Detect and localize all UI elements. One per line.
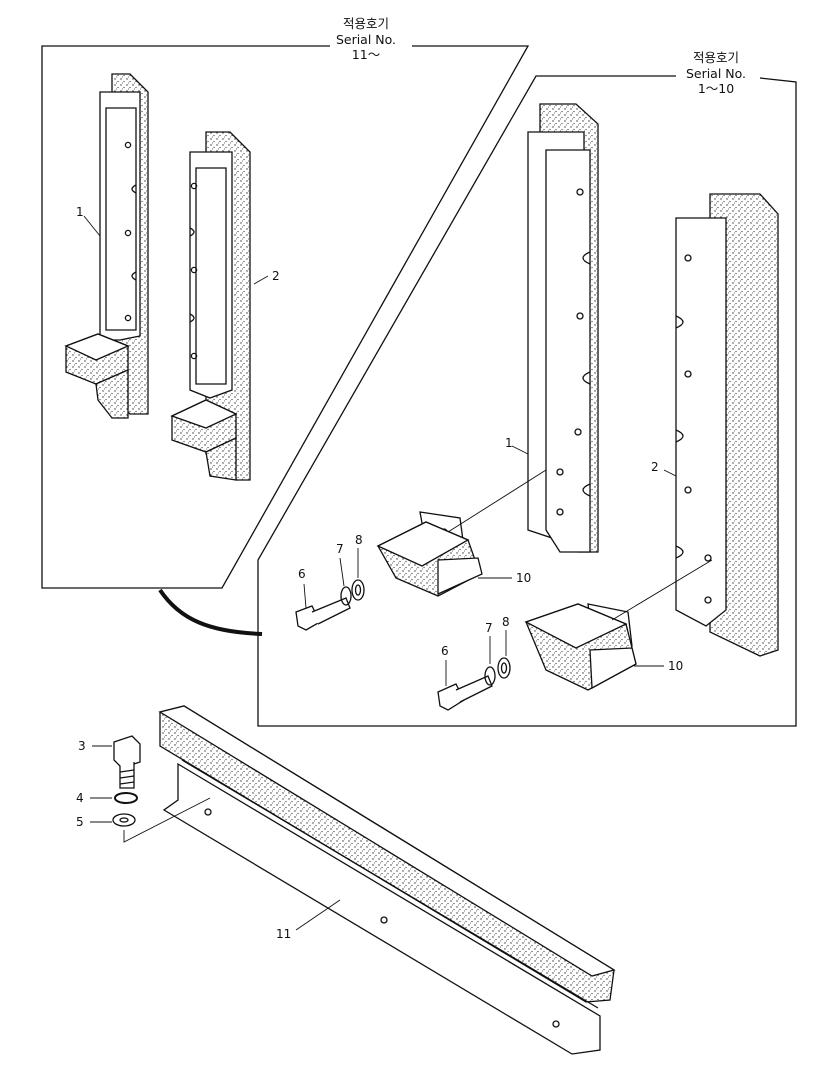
right-bracket-10-upper: [376, 469, 547, 597]
callout-left-1: 1: [76, 205, 84, 219]
callout-right-1: 1: [505, 436, 513, 450]
right-bolt-lower: [437, 657, 511, 711]
connector-arc: [158, 588, 263, 636]
right-panel-frame: [257, 75, 797, 727]
right-part-2: [675, 193, 779, 657]
callout-right-6-lower: 6: [441, 644, 449, 658]
bottom-bolt-3: [113, 735, 141, 789]
callout-bottom-5: 5: [76, 815, 84, 829]
callout-bottom-11: 11: [276, 927, 292, 941]
bottom-washer-4: [114, 792, 138, 804]
bottom-rail-11: [158, 705, 616, 1055]
left-header-korean: 적용호기: [342, 16, 389, 31]
right-bolt-upper: [295, 579, 365, 631]
left-panel-frame: [41, 45, 530, 589]
callout-right-2: 2: [651, 460, 659, 474]
bottom-assembly: [90, 705, 616, 1055]
right-header-serial: Serial No.: [685, 65, 747, 81]
callout-bottom-4: 4: [76, 791, 84, 805]
right-header-korean: 적용호기: [692, 50, 739, 65]
right-header-range: 1～10: [697, 81, 735, 97]
left-header-range: 11～: [351, 47, 381, 63]
bottom-washer-5: [112, 813, 136, 827]
right-panel: [257, 75, 797, 727]
callout-left-2: 2: [272, 269, 280, 283]
left-panel: [41, 45, 530, 589]
left-header-serial: Serial No.: [335, 31, 397, 47]
right-part-1: [527, 103, 599, 553]
callout-right-6-upper: 6: [298, 567, 306, 581]
callout-right-8-lower: 8: [502, 615, 510, 629]
callout-right-10-upper: 10: [516, 571, 532, 585]
right-bracket-10-lower: [524, 559, 713, 691]
callout-right-7-lower: 7: [485, 621, 493, 635]
callout-right-8-upper: 8: [355, 533, 363, 547]
left-part-2: [170, 131, 251, 481]
callout-right-7-upper: 7: [336, 542, 344, 556]
left-serial-header: 적용호기 Serial No. 11～: [318, 16, 414, 63]
callout-right-10-lower: 10: [668, 659, 684, 673]
left-part-1: [64, 73, 149, 419]
callout-bottom-3: 3: [78, 739, 86, 753]
right-serial-header: 적용호기 Serial No. 1～10: [666, 50, 766, 97]
